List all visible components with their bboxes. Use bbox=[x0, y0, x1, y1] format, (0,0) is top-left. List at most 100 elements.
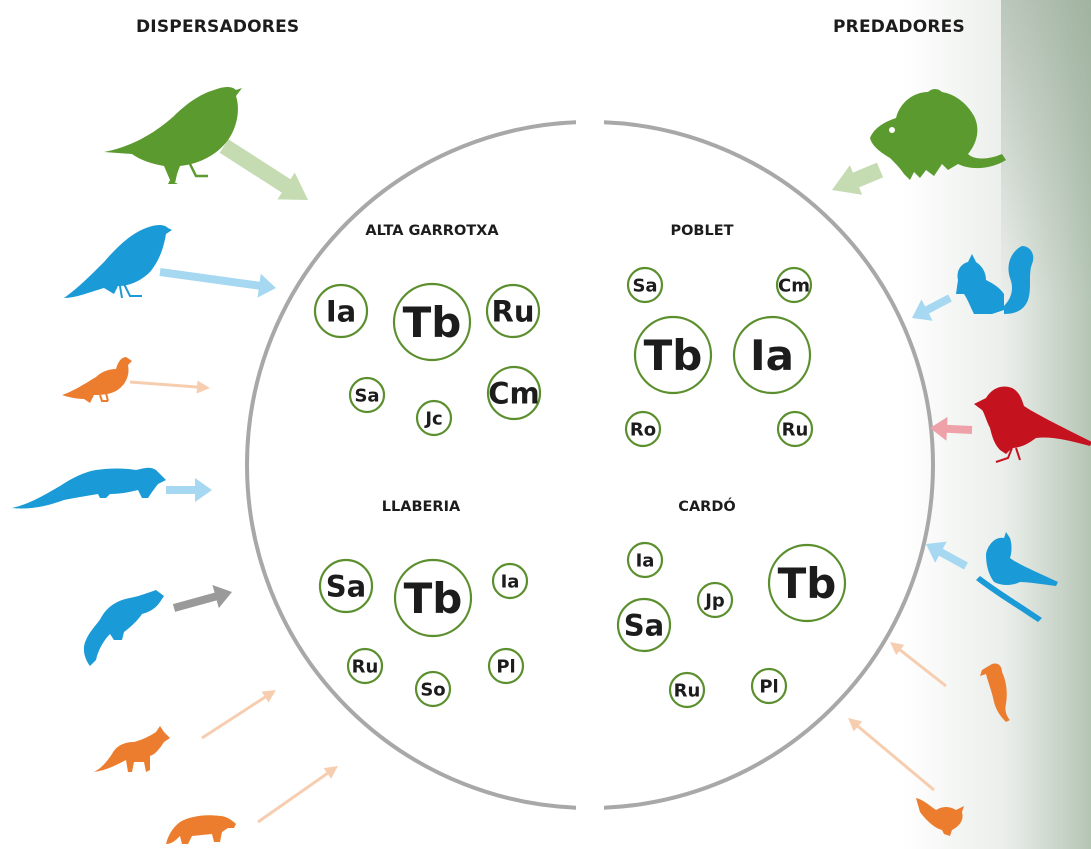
species-circle-ia bbox=[732, 315, 812, 395]
species-circle-tb bbox=[393, 558, 473, 638]
species-label-jc: Jc bbox=[423, 408, 442, 429]
species-circle-sa bbox=[626, 266, 664, 304]
marten-icon bbox=[12, 467, 166, 509]
species-label-so: So bbox=[420, 679, 445, 700]
species-circle-jp bbox=[696, 581, 734, 619]
predator-arrow-mouse bbox=[832, 162, 884, 195]
predators-heading: PREDADORES bbox=[833, 17, 965, 37]
outer-ring bbox=[245, 120, 935, 810]
disperser-arrow-jay-bird bbox=[159, 268, 276, 298]
wren-body bbox=[916, 798, 964, 836]
disperser-arrow-fox bbox=[201, 690, 276, 740]
tit-body bbox=[986, 532, 1058, 586]
species-label-cm: Cm bbox=[488, 376, 540, 410]
disperser-arrow-marten bbox=[166, 478, 212, 502]
species-circle-jc bbox=[415, 399, 453, 437]
disperser-arrow-stone-marten bbox=[172, 584, 232, 612]
species-circle-ru bbox=[485, 283, 541, 339]
mouse-eye bbox=[889, 127, 895, 133]
species-circle-cm bbox=[775, 266, 813, 304]
dispersers-heading: DISPERSADORES bbox=[136, 17, 300, 37]
stone-marten-body bbox=[83, 590, 164, 666]
badger-body bbox=[166, 815, 236, 844]
species-circle-ru bbox=[776, 410, 814, 448]
species-label-ro: Ro bbox=[630, 419, 656, 440]
thrush-body bbox=[104, 87, 242, 184]
tit-bird-icon bbox=[976, 532, 1058, 622]
arrows-layer bbox=[129, 139, 973, 824]
species-circle-cm bbox=[486, 365, 542, 421]
predator-arrow-crossbill-bird bbox=[930, 416, 973, 441]
species-label-sa: Sa bbox=[354, 385, 379, 406]
fox-icon bbox=[94, 726, 170, 772]
species-circle-ia bbox=[313, 283, 369, 339]
jay-body bbox=[64, 225, 172, 298]
species-circle-tb bbox=[767, 543, 847, 623]
species-label-cm: Cm bbox=[778, 275, 810, 296]
species-circle-ru bbox=[346, 647, 384, 685]
pigeon-icon bbox=[62, 357, 132, 403]
species-circle-so bbox=[414, 670, 452, 708]
species-label-ru: Ru bbox=[352, 656, 379, 677]
crossbill-body bbox=[974, 386, 1091, 454]
species-circle-tb bbox=[633, 315, 713, 395]
marten-body bbox=[12, 467, 166, 509]
species-circle-ia bbox=[626, 541, 664, 579]
site-title-cardo: CARDÓ bbox=[678, 497, 735, 515]
forest-background-top bbox=[1001, 0, 1091, 300]
predator-arrow-tit-bird bbox=[926, 541, 968, 570]
species-circle-sa bbox=[616, 597, 672, 653]
species-circle-ru bbox=[668, 671, 706, 709]
species-circle-tb bbox=[392, 282, 472, 362]
squirrel-icon bbox=[956, 246, 1034, 314]
species-label-pl: Pl bbox=[496, 656, 515, 677]
species-label-ia: Ia bbox=[636, 550, 655, 571]
species-circle-pl bbox=[487, 647, 525, 685]
jay-legs bbox=[119, 283, 142, 299]
species-label-ia: Ia bbox=[326, 294, 356, 328]
woodpecker-body bbox=[980, 663, 1010, 722]
mouse-icon bbox=[870, 89, 1006, 180]
species-circle-pl bbox=[750, 667, 788, 705]
species-label-tb: Tb bbox=[404, 574, 463, 623]
thrush-legs bbox=[172, 163, 208, 183]
species-label-ru: Ru bbox=[674, 680, 701, 701]
woodpecker-icon bbox=[980, 663, 1010, 722]
disperser-arrow-thrush-bird bbox=[219, 139, 308, 200]
crossbill-bird-icon bbox=[974, 386, 1091, 463]
disperser-arrow-pigeon bbox=[129, 380, 210, 394]
species-label-tb: Tb bbox=[403, 298, 462, 347]
thrush-bird-icon bbox=[104, 87, 242, 184]
predator-arrow-wren-bird bbox=[848, 718, 935, 792]
site-title-poblet: POBLET bbox=[670, 223, 733, 239]
stone-marten-icon bbox=[83, 590, 164, 666]
outer-ring-right-arc bbox=[604, 120, 935, 810]
crossbill-legs bbox=[995, 447, 1021, 463]
site-title-llaberia: LLABERIA bbox=[382, 499, 461, 515]
species-circle-ia bbox=[491, 562, 529, 600]
species-label-sa: Sa bbox=[624, 608, 664, 642]
wren-bird-icon bbox=[916, 798, 964, 836]
disperser-arrow-badger bbox=[257, 766, 338, 824]
jay-bird-icon bbox=[64, 225, 172, 299]
species-label-pl: Pl bbox=[759, 676, 778, 697]
species-circle-sa bbox=[348, 376, 386, 414]
species-label-ia: Ia bbox=[750, 331, 794, 380]
tit-branch bbox=[976, 576, 1042, 622]
pigeon-legs bbox=[99, 392, 109, 402]
species-label-tb: Tb bbox=[644, 331, 703, 380]
predator-arrow-woodpecker bbox=[890, 642, 947, 688]
site-title-alta-garrotxa: ALTA GARROTXA bbox=[365, 223, 499, 239]
squirrel-body bbox=[956, 246, 1034, 314]
predator-arrow-squirrel bbox=[912, 294, 952, 321]
species-label-tb: Tb bbox=[778, 559, 837, 608]
species-circle-sa bbox=[318, 558, 374, 614]
species-label-ru: Ru bbox=[782, 419, 809, 440]
species-label-sa: Sa bbox=[632, 275, 657, 296]
